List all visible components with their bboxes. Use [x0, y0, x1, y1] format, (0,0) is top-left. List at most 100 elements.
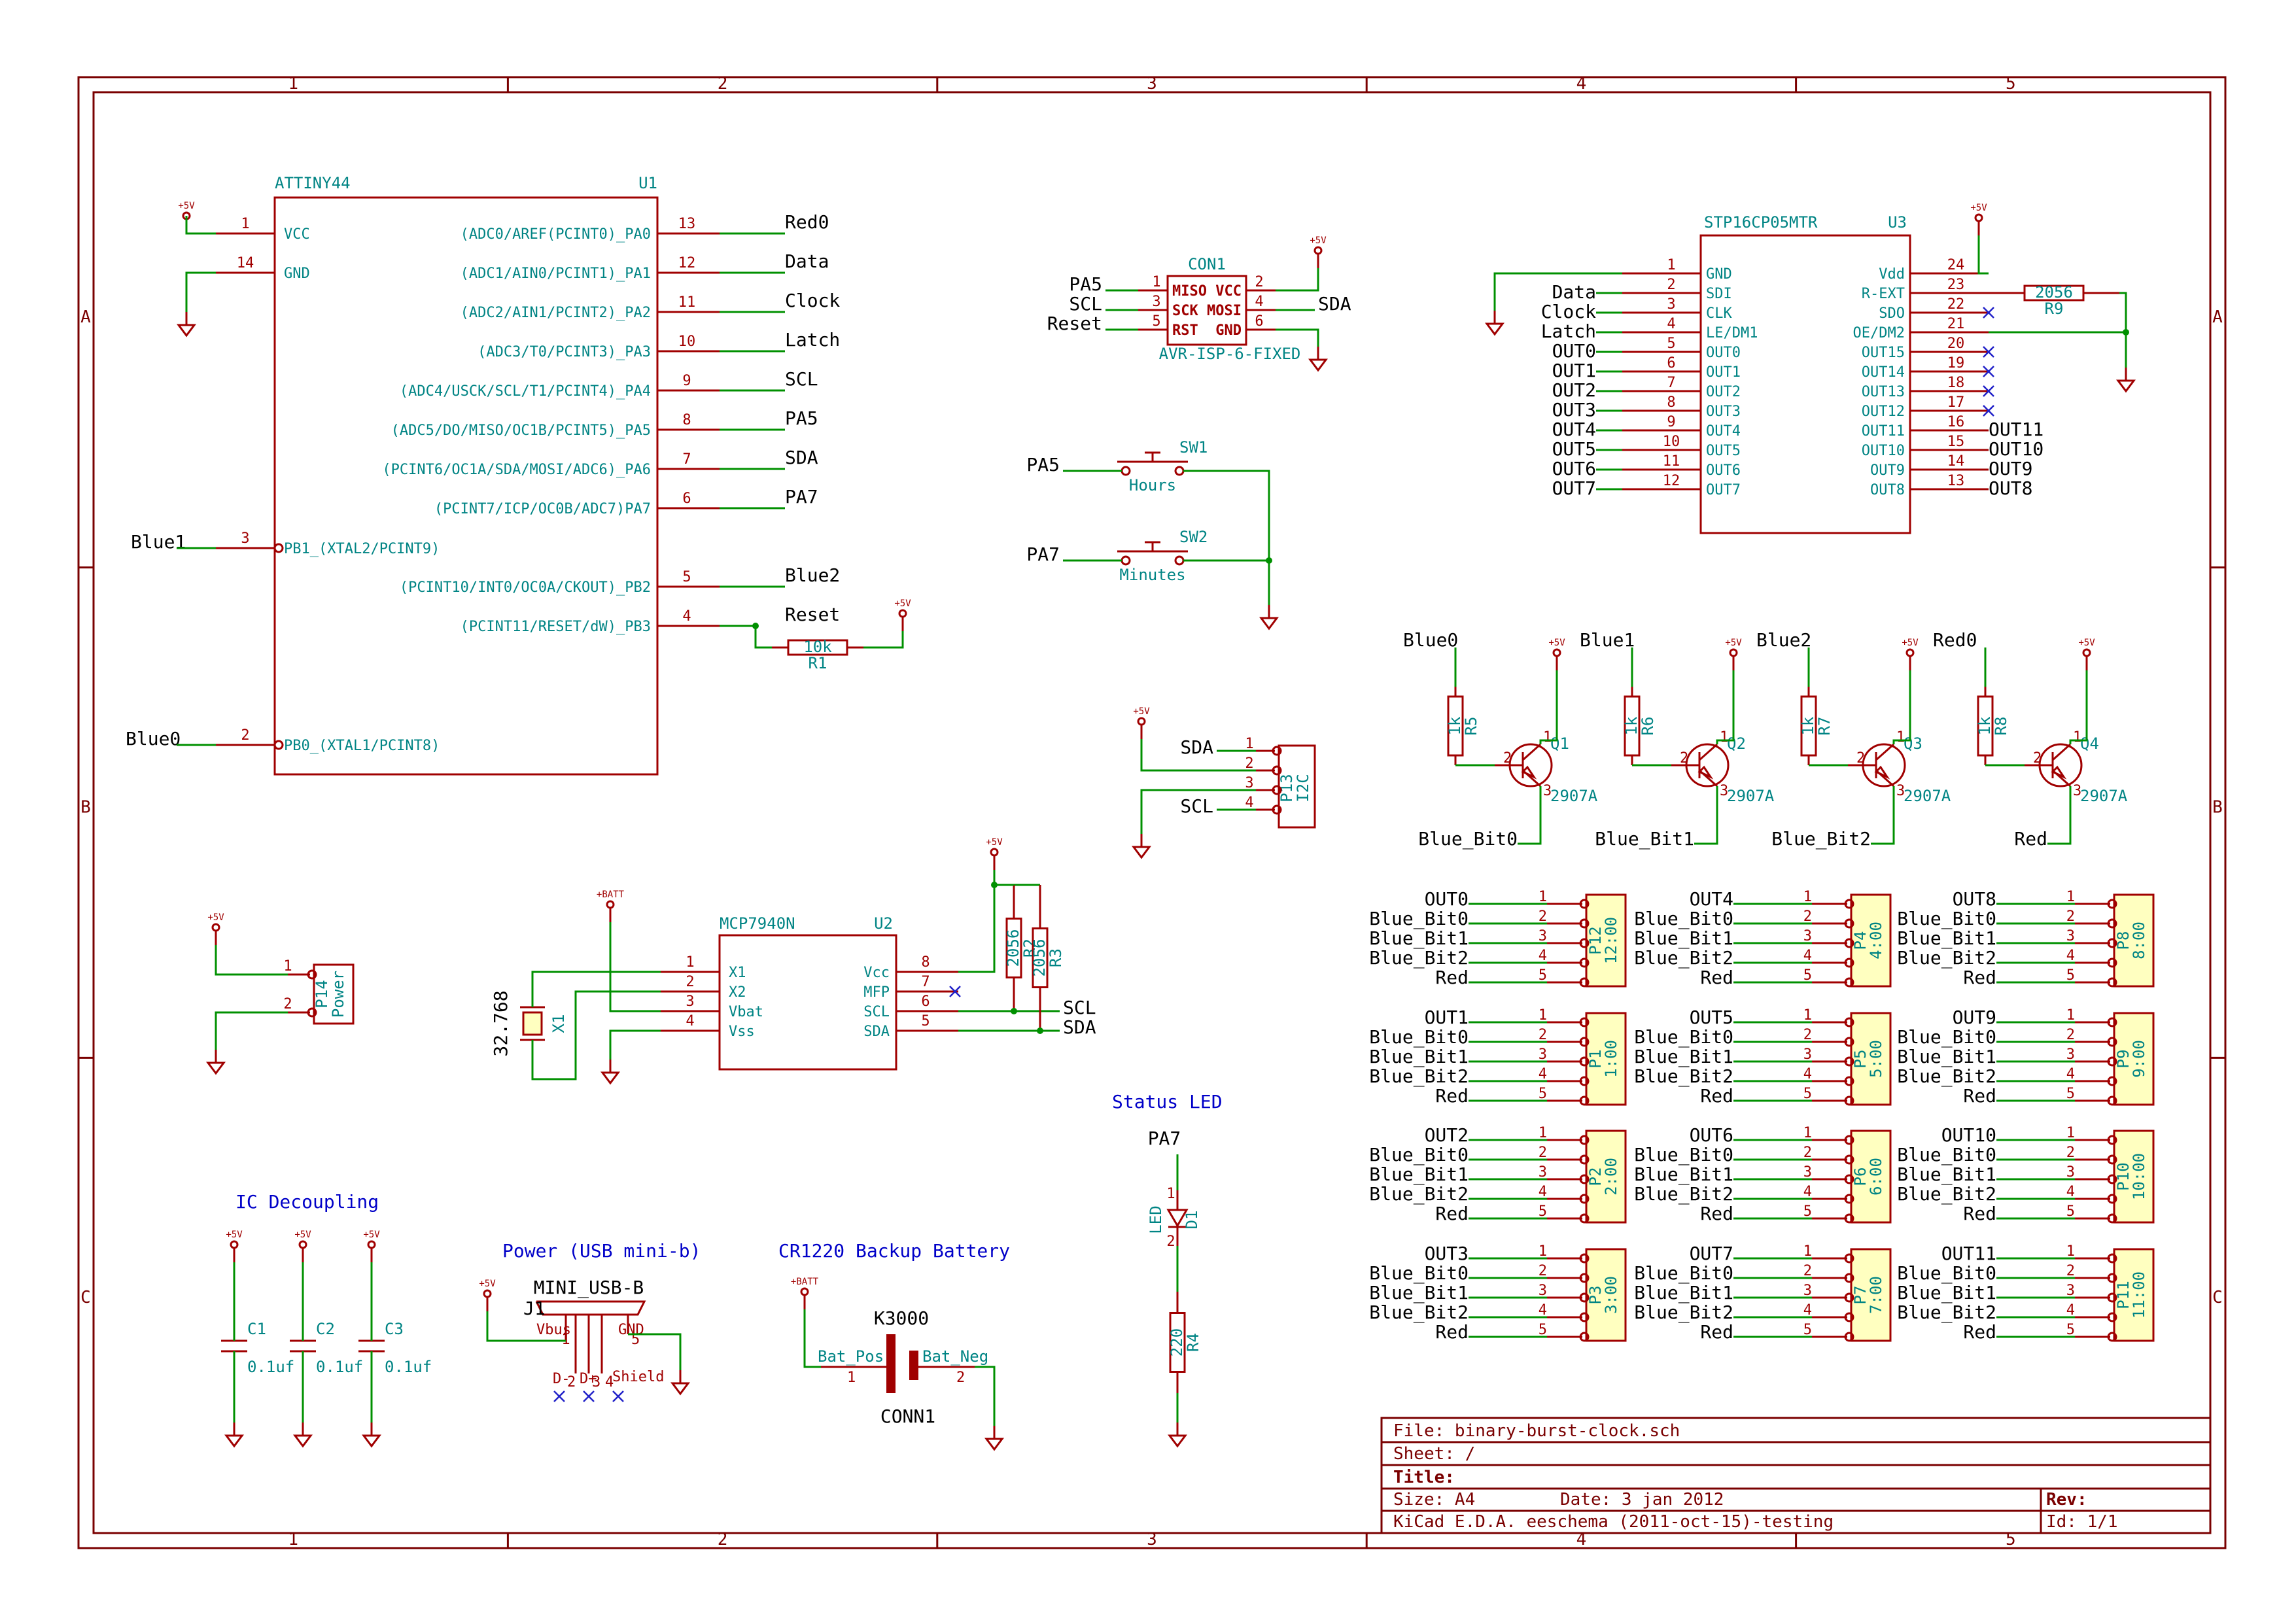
- u3-pin-name: GND: [1706, 266, 1732, 283]
- led-connector-net: Red: [1435, 1203, 1469, 1224]
- u1-net-Reset: Reset: [785, 604, 840, 625]
- p14-value: Power: [329, 971, 347, 1018]
- driver-net-bottom: Blue_Bit2: [1771, 828, 1871, 850]
- ground-symbol: [2116, 368, 2136, 393]
- title-block-file: File: binary-burst-clock.sch: [1393, 1421, 1680, 1441]
- note-status-led: Status LED: [1112, 1091, 1223, 1113]
- led-connector-net: Blue_Bit1: [1634, 1164, 1733, 1186]
- u2-vcc-wire: [958, 885, 996, 973]
- vcc-label: +5V: [1970, 203, 1987, 213]
- u3-pin-name: OUT0: [1706, 345, 1741, 361]
- led-connector-pin-num: 3: [1803, 1283, 1812, 1299]
- driver-R6-value: 1k: [1622, 716, 1641, 735]
- u3-pin-name: OUT6: [1706, 462, 1741, 479]
- u3-pin-name: OUT12: [1862, 404, 1905, 420]
- u1-pin-name: (PCINT11/RESET/dW)_PB3: [461, 619, 651, 635]
- con1-pin-name: MISO: [1172, 283, 1207, 300]
- u3-oe-wire: [1989, 331, 2127, 368]
- led-connector-net: Blue_Bit2: [1897, 1302, 1996, 1324]
- led-connector-net: Blue_Bit0: [1634, 1026, 1733, 1048]
- vcc-label: +5V: [294, 1230, 311, 1240]
- d1-pin-num: 2: [1166, 1234, 1175, 1250]
- u2-pin-name: X1: [729, 965, 746, 981]
- u1-net-Data: Data: [785, 250, 829, 272]
- u2-name: MCP7940N: [720, 914, 795, 933]
- u1-pin-name: (PCINT10/INT0/OC0A/CKOUT)_PB2: [400, 579, 651, 596]
- led-connector-pin-num: 4: [2066, 1066, 2075, 1082]
- u3-pin-num: 10: [1663, 434, 1680, 450]
- j1-pin-num: 2: [567, 1374, 576, 1390]
- u1-pin-name: VCC: [284, 226, 310, 243]
- led-connector-net: OUT9: [1953, 1007, 1996, 1028]
- u3-pin-name: OUT13: [1862, 384, 1905, 400]
- u3-pin-num: 21: [1947, 316, 1965, 332]
- driver-R8-ref: R8: [1992, 717, 2010, 736]
- grid-row-right-B: B: [2212, 798, 2223, 818]
- u3-pin-name: OUT14: [1862, 364, 1905, 381]
- led-connector-pin-num: 2: [2066, 1263, 2075, 1279]
- r9-wire: [2119, 292, 2127, 332]
- led-connector-ref: P5: [1851, 1050, 1870, 1069]
- ground-symbol: [1168, 1423, 1187, 1448]
- note-ic-decoupling: IC Decoupling: [235, 1191, 379, 1213]
- led-connector-ref: P1: [1586, 1050, 1605, 1069]
- cap-value: 0.1uf: [316, 1358, 363, 1376]
- u3-pin-num: 3: [1667, 296, 1675, 313]
- led-connector-pin-num: 3: [2066, 1283, 2075, 1299]
- r1-resistor-ref: R1: [809, 654, 827, 672]
- led-connector-pin-num: 5: [1539, 1322, 1547, 1338]
- p14-body: [313, 963, 355, 1025]
- driver-q-value: 2907A: [1550, 787, 1598, 805]
- led-connector-net: Blue_Bit2: [1369, 1065, 1469, 1088]
- driver-q-ref: Q2: [1727, 734, 1746, 753]
- vcc-label: +5V: [1902, 638, 1919, 648]
- u2-pin-name: Vcc: [863, 965, 890, 981]
- u1-net-SDA: SDA: [785, 447, 818, 468]
- led-connector-pin-num: 5: [1803, 967, 1812, 984]
- led-connector-body: [1850, 1012, 1892, 1106]
- u1-pin-num: 4: [682, 608, 691, 625]
- u1-pin-name: (PCINT7/ICP/OC0B/ADC7)PA7: [434, 501, 651, 517]
- vcc-label: +5V: [226, 1230, 243, 1240]
- led-connector-net: Blue_Bit1: [1634, 1282, 1733, 1304]
- driver-net-top: Blue2: [1756, 629, 1811, 651]
- u2-pin-num: 2: [686, 974, 694, 990]
- led-connector-body: [1850, 1130, 1892, 1224]
- u2-pin-name: SCL: [863, 1004, 890, 1020]
- driver-q-pin: 1: [1720, 729, 1728, 746]
- driver-q-pin: 3: [1896, 783, 1905, 799]
- driver-q-pin: 3: [1543, 783, 1552, 799]
- grid-col-top-2: 2: [718, 74, 728, 94]
- led-connector-net: Red: [1435, 1321, 1469, 1343]
- led-connector-pin-num: 3: [1803, 1164, 1812, 1181]
- u3-net-right: OUT8: [1989, 477, 2032, 499]
- con1-pin-num: 1: [1152, 274, 1160, 290]
- p13-net-scl: SCL: [1180, 795, 1213, 817]
- bt1-pin-num: 1: [847, 1370, 856, 1386]
- led-connector-net: Blue_Bit1: [1897, 1046, 1996, 1068]
- r3-resistor-value: 2056: [1030, 939, 1049, 977]
- led-connector-pin-num: 4: [1539, 948, 1547, 964]
- led-connector-pin-num: 3: [1539, 1283, 1547, 1299]
- led-connector-pin-num: 1: [1803, 889, 1812, 905]
- led-connector-value: 4:00: [1867, 922, 1885, 959]
- d1-net: PA7: [1148, 1128, 1181, 1149]
- u1-pin-name: (ADC5/DO/MISO/OC1B/PCINT5)_PA5: [391, 423, 651, 439]
- u3-pin-num: 2: [1667, 277, 1675, 293]
- u3-pin-name: R-EXT: [1862, 286, 1905, 302]
- u1-pin-num: 10: [678, 334, 696, 350]
- u3-pin-num: 4: [1667, 316, 1675, 332]
- r1-vcc-wire: [863, 631, 904, 649]
- u1-net-PA7: PA7: [785, 486, 818, 508]
- led-connector-pin-num: 4: [1803, 1302, 1812, 1319]
- led-connector-pin-num: 1: [2066, 1125, 2075, 1141]
- r2-resistor-value: 2056: [1004, 929, 1022, 967]
- driver-net-top: Blue1: [1580, 629, 1635, 651]
- title-block-frame: [1380, 1417, 2212, 1534]
- led-connector-body: [1850, 893, 1892, 988]
